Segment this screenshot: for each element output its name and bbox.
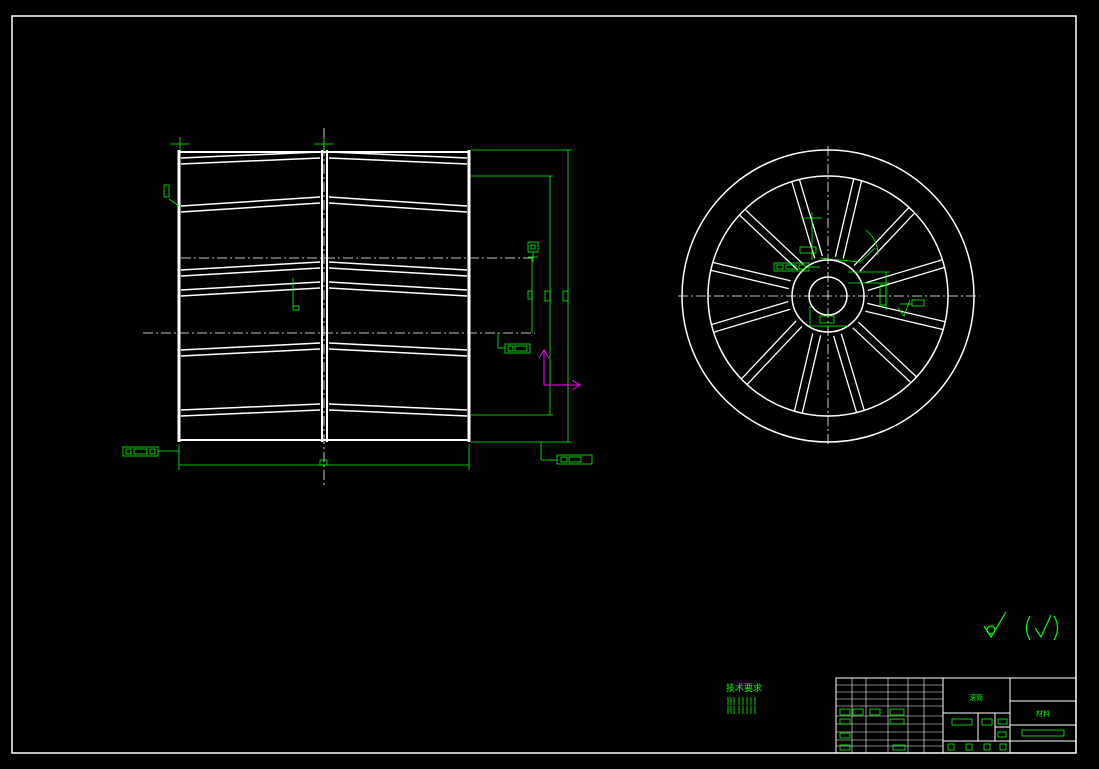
spoke-edge: [740, 320, 797, 380]
spoke-edge: [791, 181, 816, 259]
spoke-edge: [712, 261, 791, 282]
spoke-edge: [793, 333, 814, 412]
spoke-edge: [801, 335, 822, 414]
spoke-edge: [711, 300, 789, 326]
spoke-edge: [840, 333, 865, 411]
spoke-edge: [710, 269, 789, 290]
title-block-grid: [836, 678, 943, 753]
side-view[interactable]: [678, 146, 980, 446]
tech-req-lines: [727, 697, 756, 714]
spoke-edge: [713, 308, 791, 333]
spoke-edge: [853, 206, 910, 267]
spoke-edge: [852, 327, 912, 384]
spoke-edge: [865, 259, 943, 284]
part-name: 滚筒: [969, 693, 983, 702]
tech-req-title: 技术要求: [726, 682, 762, 694]
spoke-edge: [859, 212, 916, 272]
spoke-edge: [832, 335, 858, 413]
blades-right: [328, 151, 468, 417]
spoke-edge: [865, 310, 944, 331]
material-label: 材料: [1036, 709, 1050, 718]
roughness-symbol-icon: [983, 611, 1007, 639]
spoke-edge: [834, 178, 855, 257]
spoke-edge: [857, 321, 918, 378]
spoke-edge: [744, 208, 804, 265]
roughness-note-icon: [1025, 614, 1059, 641]
title-block-green: [839, 708, 1065, 751]
title-block[interactable]: [835, 677, 1077, 754]
spoke-edge: [746, 325, 803, 386]
front-view-dimensions[interactable]: [122, 137, 593, 470]
spoke-edge: [867, 302, 946, 323]
blades-left: [180, 151, 321, 417]
ucs-axis-icon: [538, 349, 581, 391]
spoke-edge: [867, 266, 945, 292]
front-view[interactable]: [143, 128, 535, 488]
drawing-frame: [11, 15, 1077, 754]
spoke-edge: [738, 214, 799, 271]
spoke-edge: [842, 180, 863, 259]
side-view-annotations[interactable]: [773, 212, 925, 327]
